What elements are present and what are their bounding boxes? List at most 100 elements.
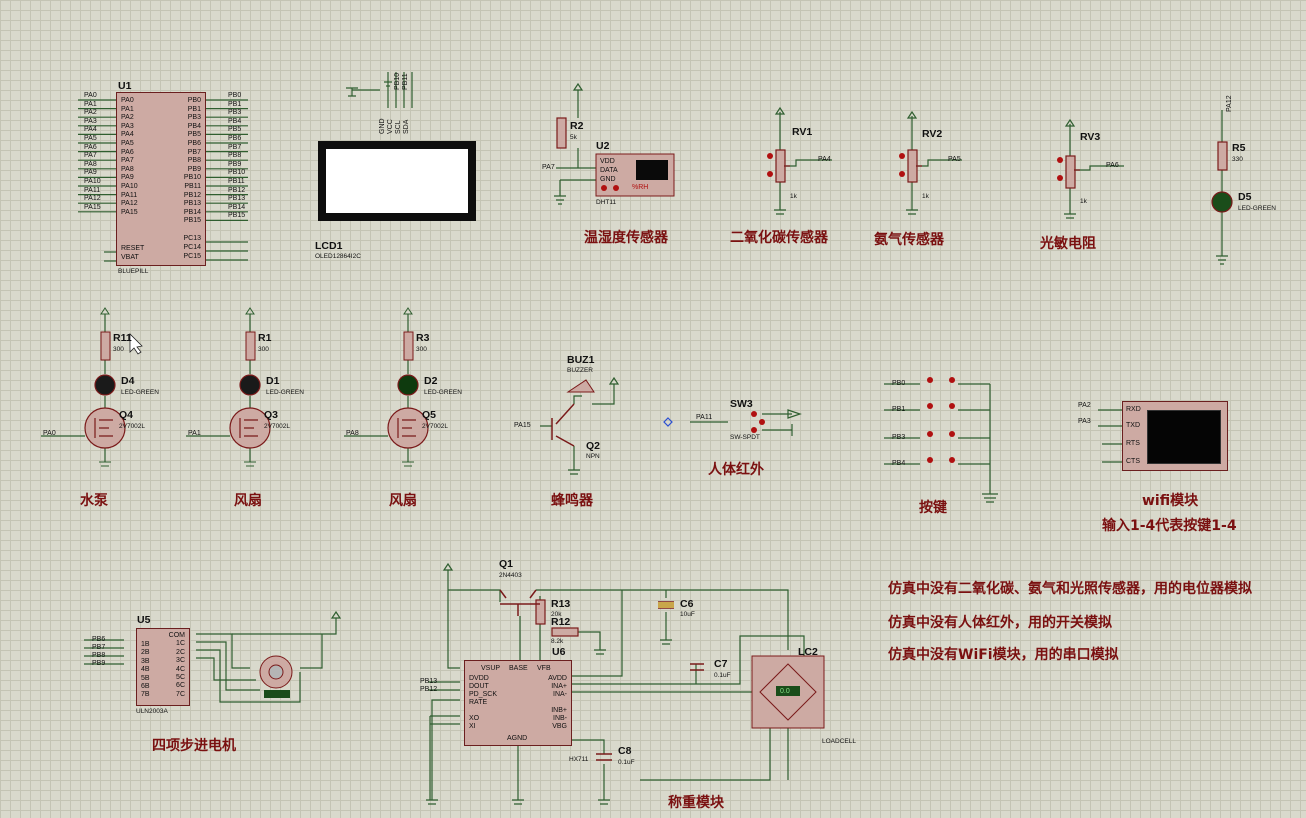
label-weigh: 称重模块 xyxy=(668,795,724,811)
sw3-net[interactable]: PA11 xyxy=(696,414,713,421)
u1-right-pin-pb13: PB13 xyxy=(183,200,201,208)
r5-value: 330 xyxy=(1232,156,1243,163)
d5-ref: D5 xyxy=(1238,191,1252,203)
lcd1-name: OLED12864I2C xyxy=(315,253,361,260)
u6-net-1: PB13 xyxy=(420,678,438,685)
u1-left-pin-pa12: PA12 xyxy=(121,200,138,208)
fan-1-led-value: LED-GREEN xyxy=(266,389,304,396)
u6-pin-inb-: INB- xyxy=(553,715,567,722)
column-fan-2 xyxy=(344,307,429,467)
u1-name: BLUEPILL xyxy=(118,268,149,275)
u1-net-right-pb15: PB15 xyxy=(228,212,246,220)
label-stepper: 四项步进电机 xyxy=(152,738,236,754)
key-4-net[interactable]: PB4 xyxy=(892,460,906,467)
label-fan-1: 风扇 xyxy=(234,493,262,509)
key-3-net[interactable]: PB3 xyxy=(892,434,906,441)
wifi-pin-txd: TXD xyxy=(1126,422,1140,429)
lcd1-pin-gnd: GND xyxy=(379,118,386,134)
u2-display: %RH xyxy=(632,184,649,191)
u6-pin-ina-: INA+ xyxy=(551,683,567,690)
u1-right-pin-pb5: PB5 xyxy=(187,131,201,139)
key-2-net[interactable]: PB1 xyxy=(892,406,906,413)
pump-led-value: LED-GREEN xyxy=(121,389,159,396)
u2-ref: U2 xyxy=(596,140,610,152)
u1-left-pin-pa4: PA4 xyxy=(121,131,134,139)
u1-pin-reset: RESET xyxy=(121,245,145,252)
label-wifi-sub: 输入1-4代表按键1-4 xyxy=(1102,518,1237,534)
rv1-value: 1k xyxy=(790,193,797,200)
fan-1-led-ref: D1 xyxy=(266,375,280,387)
u1-left-pin-pa1: PA1 xyxy=(121,105,134,113)
fan-1-resistor-value: 300 xyxy=(258,346,269,353)
u1-right-pin-pb1: PB1 xyxy=(187,105,201,113)
r5-ref: R5 xyxy=(1232,142,1246,154)
pump-resistor-ref: R11 xyxy=(113,332,132,344)
lc2-ref: LC2 xyxy=(798,646,818,658)
key-1-net[interactable]: PB0 xyxy=(892,380,906,387)
u5-net-4: PB9 xyxy=(92,660,106,667)
u5-out-pin-1c: 1C xyxy=(176,640,185,648)
u1-net-left-pa6: PA6 xyxy=(84,143,97,151)
u1-net-left-pa7: PA7 xyxy=(84,152,97,160)
u1-net-left-pa0: PA0 xyxy=(84,92,97,99)
label-pump: 水泵 xyxy=(80,493,108,509)
u5-net-1: PB6 xyxy=(92,636,106,643)
lcd1-ref: LCD1 xyxy=(315,240,343,252)
u1-left-pin-wires xyxy=(78,99,116,262)
u1-net-left-pa1: PA1 xyxy=(84,100,97,108)
pump-mosfet-value: 2V7002L xyxy=(119,423,146,430)
rv3-ref: RV3 xyxy=(1080,131,1101,143)
label-buzzer: 蜂鸣器 xyxy=(551,493,593,509)
label-fan-2: 风扇 xyxy=(389,493,417,509)
u1-net-right-pb11: PB11 xyxy=(228,178,245,185)
wifi-pin-cts: CTS xyxy=(1126,458,1140,465)
column-pump xyxy=(41,307,126,467)
wifi-net-rx: PA2 xyxy=(1078,402,1091,409)
u1-pin-vbat: VBAT xyxy=(121,254,139,261)
u1-right-pin-pb8: PB8 xyxy=(187,157,201,165)
u6-pin-vsup: VSUP xyxy=(481,665,501,672)
u1-left-pin-pa2: PA2 xyxy=(121,114,134,122)
u5-out-pin-2c: 2C xyxy=(176,648,185,656)
c6-ref: C6 xyxy=(680,598,694,610)
u2-pin-data: DATA xyxy=(600,167,618,174)
u1-net-left-pa9: PA9 xyxy=(84,169,97,177)
u5-out-pin-4c: 4C xyxy=(176,665,185,673)
u5-in-pin-4b: 4B xyxy=(141,666,150,674)
u5-out-pin-7c: 7C xyxy=(176,690,185,698)
u1-left-pin-pa0: PA0 xyxy=(121,97,134,104)
u1-net-right-pb0: PB0 xyxy=(228,92,242,99)
u1-net-right-pb4: PB4 xyxy=(228,117,242,125)
u6-net-2: PB12 xyxy=(420,686,438,693)
u5-in-pin-3b: 3B xyxy=(141,657,150,665)
u6-ref: U6 xyxy=(552,646,566,658)
u5-out-pin-6c: 6C xyxy=(176,682,185,690)
lcd1-pin-sda: SDA xyxy=(403,119,410,134)
u1-left-pin-pa3: PA3 xyxy=(121,122,134,130)
u6-name: HX711 xyxy=(569,756,589,763)
u1-net-right-pb8: PB8 xyxy=(228,152,242,160)
u1-left-pin-pa6: PA6 xyxy=(121,148,134,156)
sw3-ref: SW3 xyxy=(730,398,753,410)
u1-net-right-pb13: PB13 xyxy=(228,195,246,203)
rv1-ref: RV1 xyxy=(792,126,813,138)
u6-pin-rate: RATE xyxy=(469,699,488,706)
rv2-ref: RV2 xyxy=(922,128,943,140)
u6-pin-base: BASE xyxy=(509,665,528,672)
u5-net-2: PB7 xyxy=(92,644,106,651)
u1-right-pin-pb0: PB0 xyxy=(187,97,201,104)
label-photoresistor: 光敏电阻 xyxy=(1040,236,1096,252)
u1-left-pin-pa8: PA8 xyxy=(121,165,134,173)
u1-net-left-pa4: PA4 xyxy=(84,126,97,134)
note-2: 仿真中没有人体红外，用的开关模拟 xyxy=(888,615,1112,631)
fan-2-led-ref: D2 xyxy=(424,375,438,387)
u1-left-pin-pa7: PA7 xyxy=(121,157,134,165)
pump-resistor-value: 300 xyxy=(113,346,124,353)
wifi-module[interactable]: RXD TXD RTS CTS xyxy=(1122,401,1228,471)
lcd1-oled-display[interactable] xyxy=(318,141,476,221)
